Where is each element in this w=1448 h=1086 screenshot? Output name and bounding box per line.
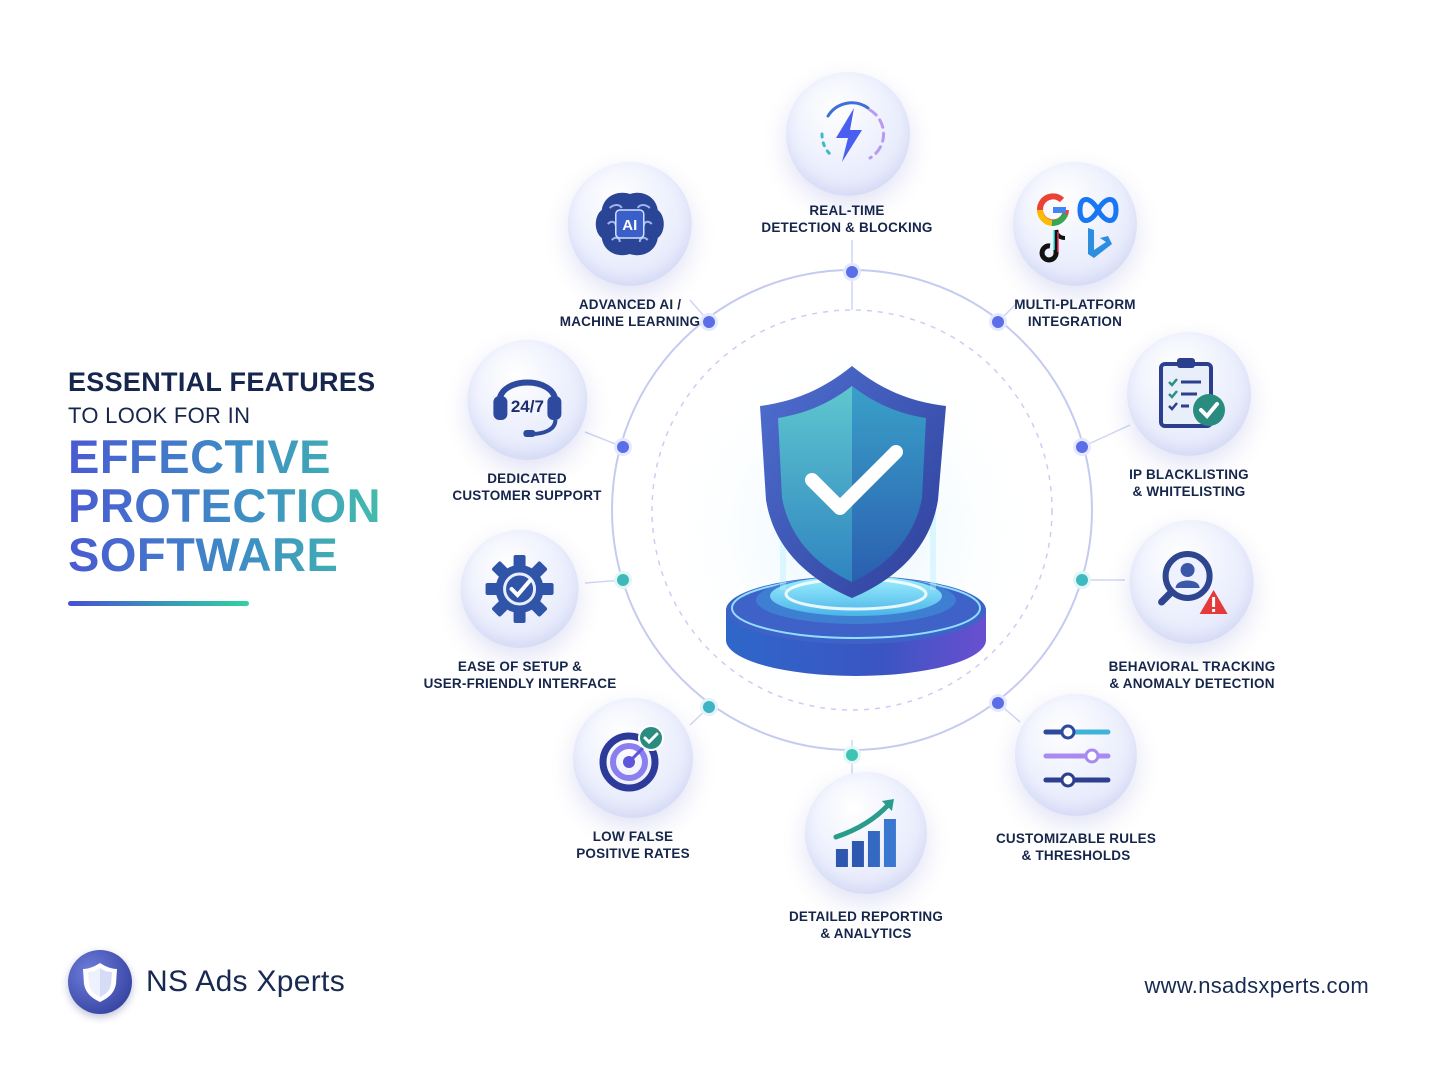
feature-bubble [1014, 694, 1137, 816]
lightning-bolt-icon [820, 101, 886, 162]
sliders-icon [1043, 724, 1111, 788]
headline-underline [68, 601, 249, 606]
label-line-2: INTEGRATION [1027, 314, 1123, 329]
feature-bubble: 24/7 [467, 340, 587, 460]
label-line-2: USER-FRIENDLY INTERFACE [423, 676, 617, 691]
feature-bubble [786, 72, 910, 196]
target-check-icon [599, 725, 664, 792]
label-line-1: DEDICATED [487, 471, 567, 486]
feature-real-time-detection [786, 72, 910, 196]
center-shield-icon [726, 366, 986, 676]
feature-ease-of-setup: EASE OF SETUP & USER-FRIENDLY INTERFACE [424, 530, 617, 692]
feature-bubble [1127, 332, 1251, 456]
label-line-1: DETAILED REPORTING [788, 909, 944, 924]
headset-247-icon: 24/7 [493, 379, 561, 437]
feature-bubble: AI [567, 162, 692, 286]
shield-logo-icon [68, 950, 132, 1014]
headline: ESSENTIAL FEATURES TO LOOK FOR IN EFFECT… [68, 366, 428, 606]
tiktok-logo-icon [1039, 229, 1066, 263]
label-line-2: & THRESHOLDS [1021, 848, 1131, 863]
label-line-1: BEHAVIORAL TRACKING [1108, 659, 1276, 674]
feature-bubble [1130, 520, 1254, 644]
feature-multi-platform: MULTI-PLATFORM INTEGRATION [1013, 162, 1137, 330]
label-line-1: ADVANCED AI / [578, 297, 682, 312]
label-line-1: CUSTOMIZABLE RULES [995, 831, 1157, 846]
label-line-1: REAL-TIME [809, 203, 885, 218]
clipboard-checklist-icon [1159, 358, 1225, 428]
feature-bubble [573, 698, 693, 818]
feature-detailed-reporting: DETAILED REPORTING & ANALYTICS [789, 772, 943, 942]
feature-advanced-ai: AI ADVANCED AI / MACHINE LEARNING [560, 162, 700, 330]
ai-brain-icon: AI [595, 192, 664, 256]
label-line-2: DETECTION & BLOCKING [761, 220, 933, 235]
google-logo-icon [1036, 193, 1069, 226]
label-line-2: POSITIVE RATES [576, 846, 690, 861]
website-link[interactable]: www.nsadsxperts.com [1144, 973, 1369, 998]
label-line-1: EASE OF SETUP & [457, 659, 583, 674]
feature-label-real-time: REAL-TIME DETECTION & BLOCKING [761, 192, 932, 236]
headline-line-3: EFFECTIVE [68, 432, 428, 481]
feature-bubble [461, 530, 579, 648]
gear-check-icon [486, 555, 554, 623]
label-line-1: LOW FALSE [592, 829, 674, 844]
feature-customer-support: 24/7 DEDICATED CUSTOMER SUPPORT [452, 340, 601, 504]
label-line-2: & ANALYTICS [820, 926, 912, 941]
headline-line-4: PROTECTION [68, 481, 428, 530]
feature-behavioral-tracking: BEHAVIORAL TRACKING & ANOMALY DETECTION [1109, 520, 1276, 692]
feature-customizable-rules: CUSTOMIZABLE RULES & THRESHOLDS [996, 694, 1156, 864]
label-line-2: CUSTOMER SUPPORT [452, 488, 602, 503]
svg-text:AI: AI [622, 217, 637, 234]
label-line-2: MACHINE LEARNING [559, 314, 701, 329]
label-line-1: MULTI-PLATFORM [1014, 297, 1136, 312]
feature-low-false-positives: LOW FALSE POSITIVE RATES [573, 698, 693, 862]
user-search-warning-icon [1158, 551, 1228, 614]
label-line-1: IP BLACKLISTING [1129, 467, 1249, 482]
brand-name: NS Ads Xperts [146, 965, 345, 998]
feature-bubble [804, 772, 927, 894]
svg-text:24/7: 24/7 [510, 397, 543, 416]
headline-line-2: TO LOOK FOR IN [68, 403, 251, 428]
headline-line-5: SOFTWARE [68, 530, 428, 579]
feature-ip-blacklisting: IP BLACKLISTING & WHITELISTING [1127, 332, 1251, 500]
ring-nodes [614, 263, 1091, 764]
bing-logo-icon [1088, 228, 1112, 258]
feature-bubble [1013, 162, 1137, 286]
meta-logo-icon [1077, 197, 1119, 223]
brand-logo[interactable]: NS Ads Xperts [68, 950, 345, 1014]
label-line-2: & WHITELISTING [1132, 484, 1246, 499]
bar-chart-growth-icon [833, 799, 896, 867]
headline-line-1: ESSENTIAL FEATURES [68, 367, 376, 397]
platform-logos-icon [1036, 193, 1119, 263]
label-line-2: & ANOMALY DETECTION [1109, 676, 1275, 691]
